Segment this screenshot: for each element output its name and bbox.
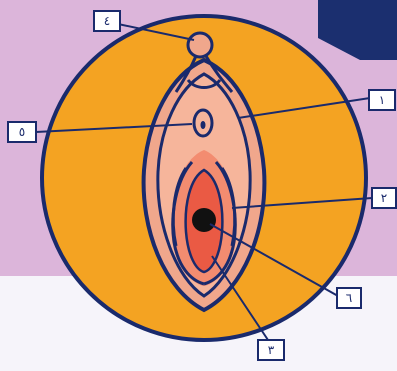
vaginal-opening	[192, 208, 216, 232]
svg-text:٢: ٢	[381, 191, 387, 205]
svg-text:١: ١	[379, 93, 385, 107]
svg-text:٥: ٥	[19, 125, 25, 139]
label-3: ٣	[258, 340, 284, 360]
svg-text:٣: ٣	[268, 343, 275, 357]
label-6: ٦	[337, 288, 361, 308]
label-5: ٥	[8, 122, 36, 142]
svg-text:٦: ٦	[346, 291, 352, 305]
svg-text:٤: ٤	[104, 14, 110, 28]
label-4: ٤	[94, 11, 120, 31]
label-2: ٢	[372, 188, 396, 208]
clitoris-knob	[188, 33, 212, 57]
label-1: ١	[369, 90, 395, 110]
